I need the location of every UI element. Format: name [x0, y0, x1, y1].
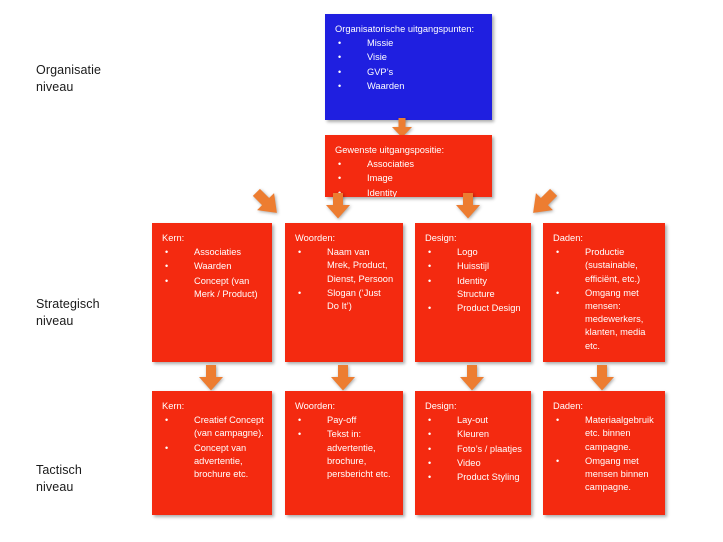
box-title: Woorden: [295, 401, 336, 411]
down-left-diagonal-arrow-icon-gewenste-to-kern [250, 186, 284, 220]
box-title: Design: [425, 401, 457, 411]
down-arrow-icon-gewenste-to-design [455, 193, 481, 219]
box-title: Gewenste uitgangspositie: [335, 145, 445, 155]
list-item: Lay-out [425, 414, 523, 427]
box-title: Kern: [162, 233, 185, 243]
box-tactisch-woorden[interactable]: Woorden: Pay-off Tekst in: advertentie, … [285, 391, 403, 515]
list-item: Kleuren [425, 428, 523, 441]
list-item: Naam van Mrek, Product, Dienst, Persoon [295, 246, 395, 286]
list-item: Concept (van Merk / Product) [162, 275, 264, 301]
down-right-diagonal-arrow-icon-gewenste-to-daden [526, 186, 560, 220]
list-item: Concept van advertentie, brochure etc. [162, 442, 264, 482]
list-item: Product Design [425, 302, 523, 315]
list-item: Waarden [162, 260, 264, 273]
box-bullet-list: Associaties Waarden Concept (van Merk / … [162, 246, 264, 301]
list-item: Omgang met mensen binnen campagne. [553, 455, 657, 495]
box-title: Daden: [553, 401, 583, 411]
box-bullet-list: Lay-out Kleuren Foto’s / plaatjes Video … [425, 414, 523, 484]
box-organisatorische-uitgangspunten[interactable]: Organisatorische uitgangspunten: Missie … [325, 14, 492, 120]
box-tactisch-design[interactable]: Design: Lay-out Kleuren Foto’s / plaatje… [415, 391, 531, 515]
down-arrow-icon-daden-strategisch-to-tactisch [589, 365, 615, 391]
list-item: Huisstijl [425, 260, 523, 273]
level-label-strategisch: Strategisch niveau [36, 297, 100, 328]
list-item: Pay-off [295, 414, 395, 427]
list-item: Foto’s / plaatjes [425, 443, 523, 456]
list-item: Video [425, 457, 523, 470]
list-item: Tekst in: advertentie, brochure, persber… [295, 428, 395, 481]
list-item: Materiaalgebruik etc. binnen campagne. [553, 414, 657, 454]
list-item: Associaties [162, 246, 264, 259]
down-arrow-icon-kern-strategisch-to-tactisch [198, 365, 224, 391]
list-item: GVP’s [335, 66, 484, 79]
box-title: Kern: [162, 401, 185, 411]
box-strategisch-daden[interactable]: Daden: Productie (sustainable, efficiënt… [543, 223, 665, 362]
list-item: Productie (sustainable, efficiënt, etc.) [553, 246, 657, 286]
box-gewenste-uitgangspositie[interactable]: Gewenste uitgangspositie: Associaties Im… [325, 135, 492, 197]
down-arrow-icon-woorden-strategisch-to-tactisch [330, 365, 356, 391]
box-bullet-list: Logo Huisstijl Identity Structure Produc… [425, 246, 523, 315]
box-title: Daden: [553, 233, 583, 243]
list-item: Product Styling [425, 471, 523, 484]
box-tactisch-daden[interactable]: Daden: Materiaalgebruik etc. binnen camp… [543, 391, 665, 515]
down-arrow-icon-gewenste-to-woorden [325, 193, 351, 219]
box-title: Woorden: [295, 233, 336, 243]
box-title: Organisatorische uitgangspunten: [335, 24, 475, 34]
box-bullet-list: Creatief Concept (van campagne). Concept… [162, 414, 264, 481]
list-item: Associaties [335, 158, 484, 171]
box-tactisch-kern[interactable]: Kern: Creatief Concept (van campagne). C… [152, 391, 272, 515]
box-bullet-list: Pay-off Tekst in: advertentie, brochure,… [295, 414, 395, 481]
box-strategisch-kern[interactable]: Kern: Associaties Waarden Concept (van M… [152, 223, 272, 362]
box-bullet-list: Naam van Mrek, Product, Dienst, Persoon … [295, 246, 395, 313]
list-item: Logo [425, 246, 523, 259]
box-strategisch-woorden[interactable]: Woorden: Naam van Mrek, Product, Dienst,… [285, 223, 403, 362]
list-item: Waarden [335, 80, 484, 93]
down-arrow-icon-design-strategisch-to-tactisch [459, 365, 485, 391]
box-bullet-list: Associaties Image Identity [335, 158, 484, 197]
level-label-tactisch: Tactisch niveau [36, 463, 82, 494]
list-item: Missie [335, 37, 484, 50]
box-title: Design: [425, 233, 457, 243]
list-item: Creatief Concept (van campagne). [162, 414, 264, 440]
box-strategisch-design[interactable]: Design: Logo Huisstijl Identity Structur… [415, 223, 531, 362]
level-label-organisatie: Organisatie niveau [36, 63, 102, 94]
list-item: Identity Structure [425, 275, 523, 301]
list-item: Slogan (‘Just Do It’) [295, 287, 395, 313]
list-item: Omgang met mensen: medewerkers, klanten,… [553, 287, 657, 353]
box-bullet-list: Missie Visie GVP’s Waarden [335, 37, 484, 93]
list-item: Identity [335, 187, 484, 197]
down-arrow-icon-org-to-gewenste [391, 118, 413, 138]
list-item: Visie [335, 51, 484, 64]
box-bullet-list: Materiaalgebruik etc. binnen campagne. O… [553, 414, 657, 494]
list-item: Image [335, 172, 484, 185]
box-bullet-list: Productie (sustainable, efficiënt, etc.)… [553, 246, 657, 353]
